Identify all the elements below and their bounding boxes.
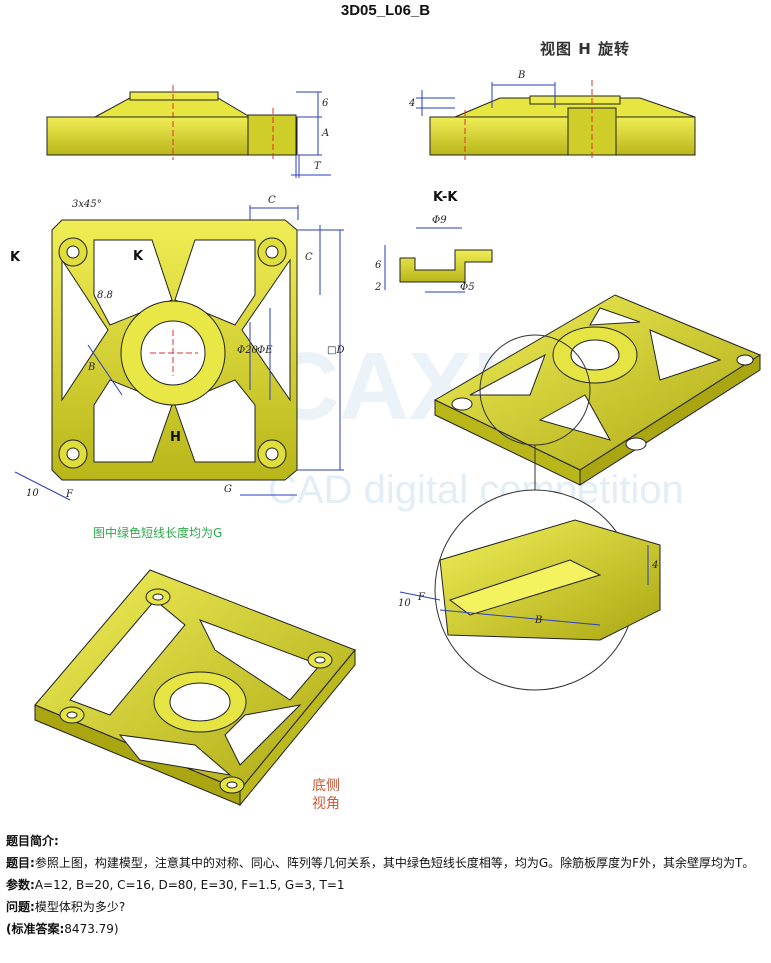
- bottom-view-note: 底侧视角: [312, 778, 340, 812]
- question-label: 问题:: [6, 900, 35, 914]
- dim-phi5: Φ5: [460, 282, 475, 293]
- watermark-sub: CAD digital competition: [268, 468, 684, 512]
- problem-description: 题目简介: 题目:参照上图，构建模型，注意其中的对称、同心、阵列等几何关系，其中…: [6, 830, 766, 940]
- dim-10-detail: 10: [398, 598, 411, 609]
- green-line-note: 图中绿色短线长度均为G: [93, 526, 223, 540]
- answer: (标准答案:8473.79): [6, 918, 766, 940]
- dim-chamfer: 3x45°: [72, 199, 102, 210]
- dim-c-side: C: [305, 252, 313, 263]
- answer-text: 8473.79): [64, 922, 119, 936]
- dim-e: ΦE: [257, 345, 273, 356]
- dim-6-side: 6: [322, 98, 329, 109]
- problem-label: 题目:: [6, 856, 35, 870]
- dim-phi20: Φ20: [237, 345, 258, 356]
- dim-t: T: [314, 161, 321, 172]
- dim-10: 10: [26, 488, 39, 499]
- section-mark-k-left: K: [10, 250, 21, 265]
- question-text: 模型体积为多少?: [34, 900, 126, 914]
- dim-4-top: 4: [409, 98, 416, 109]
- dim-8-8: 8.8: [97, 290, 113, 301]
- parameters: 参数:A=12, B=20, C=16, D=80, E=30, F=1.5, …: [6, 874, 766, 896]
- answer-label: (标准答案:: [6, 922, 65, 936]
- dim-d: □D: [327, 345, 345, 356]
- view-h-rotate-label: 视图 H 旋转: [540, 40, 630, 58]
- params-label: 参数:: [6, 878, 35, 892]
- dim-6-kk: 6: [375, 260, 382, 271]
- technical-drawing: [14, 80, 762, 807]
- problem-statement: 题目:参照上图，构建模型，注意其中的对称、同心、阵列等几何关系，其中绿色短线长度…: [6, 852, 766, 874]
- section-kk-label: K-K: [433, 190, 458, 205]
- page-title: 3D05_L06_B: [340, 2, 431, 19]
- problem-text: 参照上图，构建模型，注意其中的对称、同心、阵列等几何关系，其中绿色短线长度相等，…: [34, 856, 755, 870]
- dim-b-plan: B: [88, 362, 96, 373]
- side-view-h: [416, 80, 696, 160]
- info-heading: 题目简介:: [6, 834, 59, 848]
- view-mark-h: H: [170, 430, 181, 445]
- dim-phi9: Φ9: [432, 215, 447, 226]
- params-text: A=12, B=20, C=16, D=80, E=30, F=1.5, G=3…: [34, 878, 345, 892]
- isometric-bottom-view: [34, 569, 356, 807]
- detail-view: [399, 489, 661, 691]
- dim-f: F: [66, 489, 73, 500]
- plan-view: [14, 205, 344, 501]
- dim-c-top: C: [268, 195, 276, 206]
- dim-f-detail: F: [418, 592, 425, 603]
- dim-a: A: [322, 128, 330, 139]
- isometric-top-view: [433, 294, 762, 505]
- side-view-front: [46, 85, 331, 178]
- section-kk: [384, 227, 493, 293]
- dim-b-top: B: [518, 70, 526, 81]
- dim-b-detail: B: [535, 615, 543, 626]
- section-mark-k: K: [133, 249, 144, 264]
- dim-g: G: [224, 484, 232, 495]
- dim-4-detail: 4: [652, 560, 659, 571]
- dim-2-kk: 2: [375, 282, 382, 293]
- question: 问题:模型体积为多少?: [6, 896, 766, 918]
